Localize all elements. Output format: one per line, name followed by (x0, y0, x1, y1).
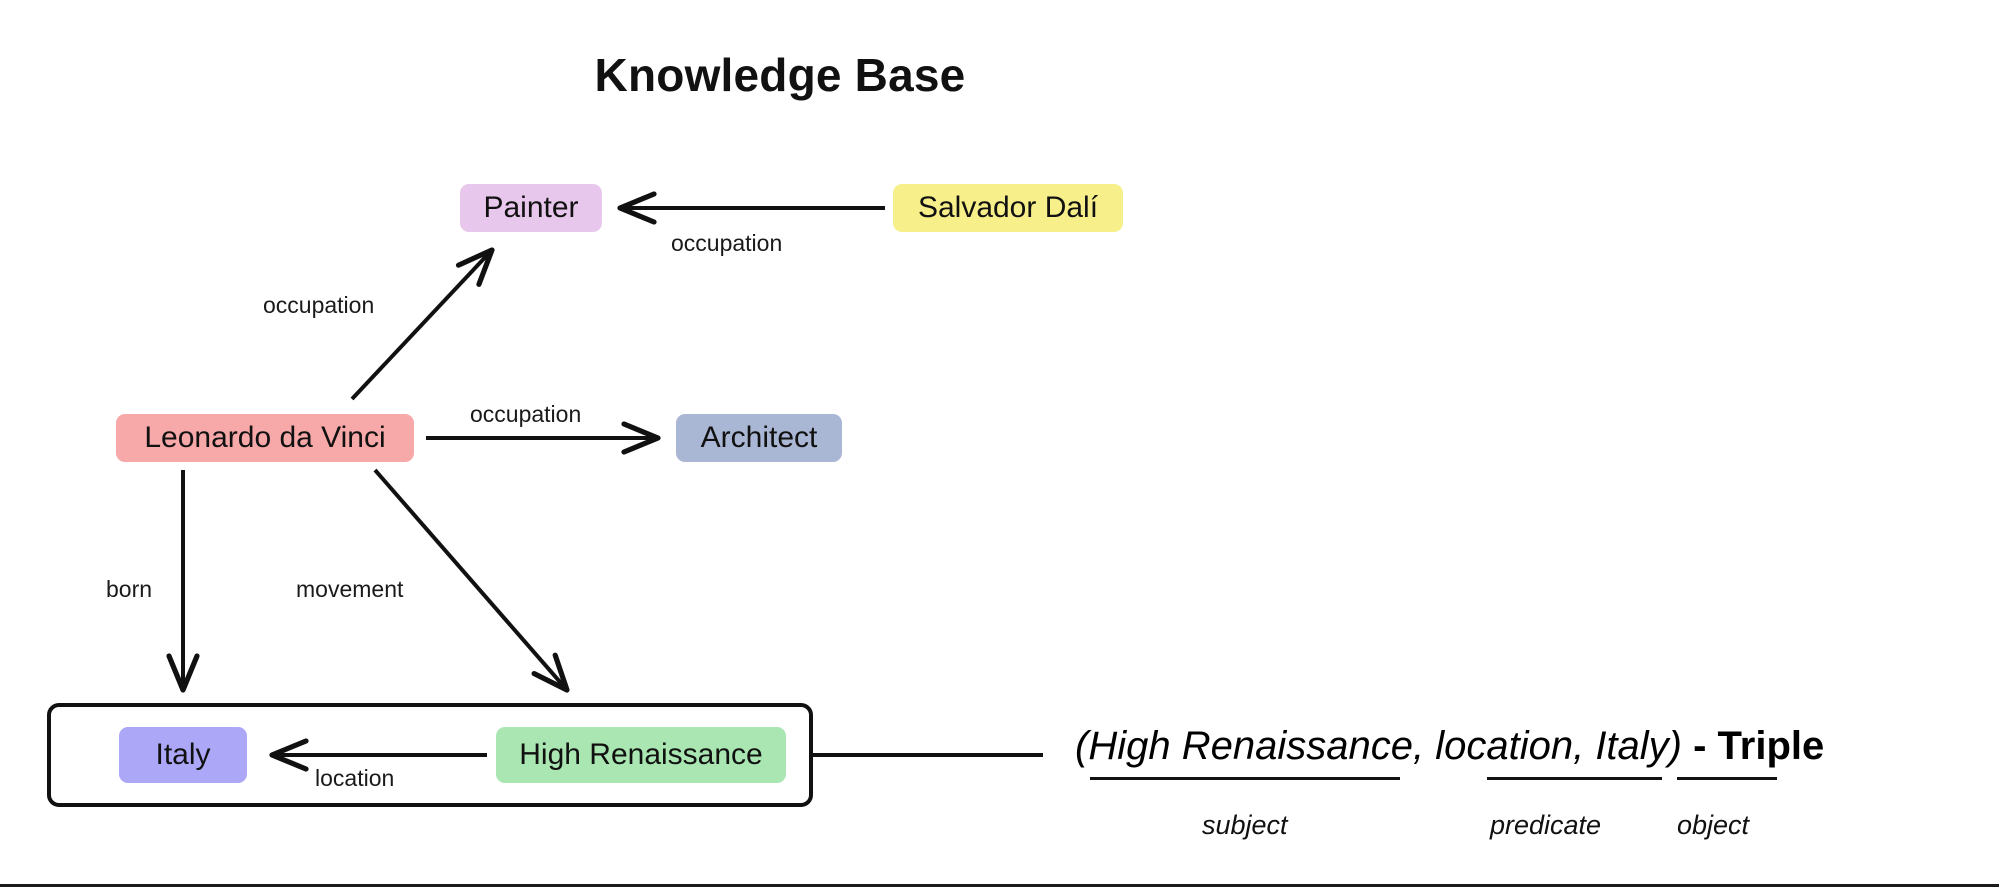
edge-label-leonardo-painter: occupation (263, 292, 375, 318)
node-high-renaissance[interactable]: High Renaissance (496, 727, 786, 783)
node-high-renaissance-label: High Renaissance (519, 738, 763, 771)
edge-label-leonardo-born: born (106, 576, 153, 602)
triple-open-paren: ( (1075, 724, 1089, 768)
triple-suffix: - Triple (1682, 724, 1825, 768)
edge-label-dali-occupation: occupation (671, 230, 783, 256)
node-salvador-dali-label: Salvador Dalí (917, 191, 1099, 224)
bottom-divider (0, 884, 1999, 887)
triple-separator-2: , (1573, 724, 1596, 768)
part-label-object: object (1677, 810, 1750, 840)
triple-predicate: location (1435, 724, 1574, 768)
part-label-predicate: predicate (1490, 810, 1602, 840)
edge-label-leonardo-architect: occupation (470, 401, 582, 427)
triple-close-paren: ) (1668, 724, 1682, 768)
edge-leonardo-movement (373, 468, 570, 693)
node-architect-label: Architect (700, 421, 818, 454)
underbar-subject (1090, 777, 1400, 780)
node-leonardo-da-vinci[interactable]: Leonardo da Vinci (116, 414, 414, 462)
underbar-object (1677, 777, 1777, 780)
triple-expression: (High Renaissance, location, Italy) - Tr… (1075, 726, 1824, 766)
node-salvador-dali[interactable]: Salvador Dalí (893, 184, 1123, 232)
node-italy-label: Italy (155, 738, 211, 771)
edge-label-renaissance-location: location (315, 765, 395, 791)
node-italy[interactable]: Italy (119, 727, 247, 783)
underbar-predicate (1487, 777, 1662, 780)
triple-group-box (47, 703, 813, 807)
triple-object: Italy (1595, 724, 1669, 768)
triple-subject: High Renaissance (1088, 724, 1413, 768)
page-title: Knowledge Base (594, 49, 966, 101)
edge-label-leonardo-movement: movement (296, 576, 404, 602)
edge-leonardo-painter (350, 247, 495, 401)
part-label-subject: subject (1202, 810, 1288, 840)
triple-separator-1: , (1412, 724, 1436, 768)
node-painter-label: Painter (483, 191, 579, 224)
node-leonardo-da-vinci-label: Leonardo da Vinci (144, 421, 386, 454)
node-painter[interactable]: Painter (460, 184, 602, 232)
node-architect[interactable]: Architect (676, 414, 842, 462)
